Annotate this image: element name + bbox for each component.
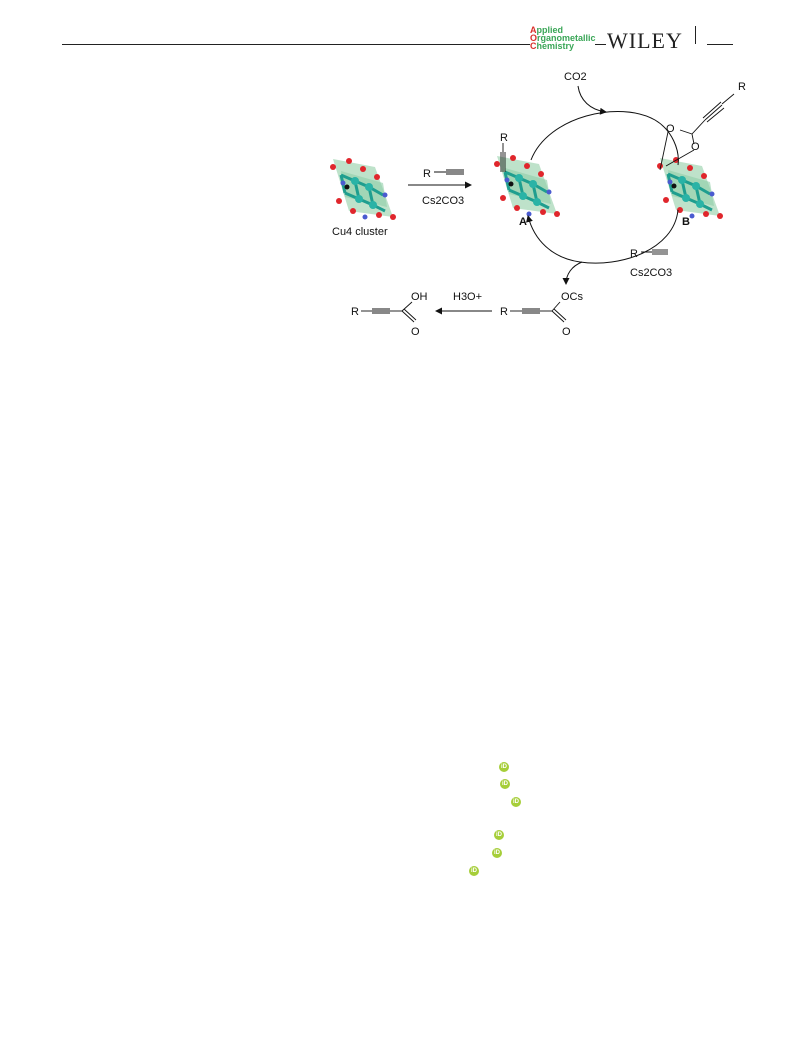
journal-logo: Applied Organometallic Chemistry [530,25,596,51]
publisher-name: WILEY [607,28,683,53]
salt-r: R [500,306,508,318]
a-substituent-r: R [500,132,508,144]
header-rule-right [707,44,733,45]
acid-oh: OH [411,291,428,303]
reaction-scheme: Cu4 cluster R Cs2CO3 R A R O O B CO2 R C… [328,71,746,338]
orcid-icon[interactable]: iD [511,797,521,807]
orcid-icon[interactable]: iD [499,762,509,772]
cluster-label: Cu4 cluster [332,226,388,238]
cycle-reagent-r: R [630,248,638,260]
orcid-icon[interactable]: iD [494,830,504,840]
logo-cap-c: C [530,41,537,51]
header-rule-left [62,44,530,45]
publisher-logo: WILEY [595,28,683,54]
cycle-reagent-base: Cs2CO3 [630,267,672,279]
b-oxygen-1: O [666,123,675,135]
intermediate-a-cluster [492,153,562,219]
reagent-base: Cs2CO3 [422,195,464,207]
salt-ocs: OCs [561,291,584,303]
logo-cap-a: A [530,25,537,35]
header-tick [695,26,696,44]
acid-reagent: H3O+ [453,291,482,303]
intermediate-b-cluster [655,155,725,221]
cu4-cluster-image [328,156,398,222]
b-substituent-r: R [738,81,746,93]
b-oxygen-2: O [691,141,700,153]
logo-rest-3: hemistry [536,41,575,51]
logo-cap-o: O [530,33,538,43]
label-b: B [682,216,690,228]
logo-rest-1: pplied [536,25,564,35]
salt-oxygen: O [562,326,571,338]
acid-oxygen: O [411,326,420,338]
orcid-icon[interactable]: iD [492,848,502,858]
co2-label: CO2 [564,71,587,83]
orcid-icon[interactable]: iD [469,866,479,876]
acid-r: R [351,306,359,318]
logo-rest-2: rganometallic [537,33,596,43]
orcid-icon[interactable]: iD [500,779,510,789]
label-a: A [519,216,527,228]
reagent-r: R [423,168,431,180]
